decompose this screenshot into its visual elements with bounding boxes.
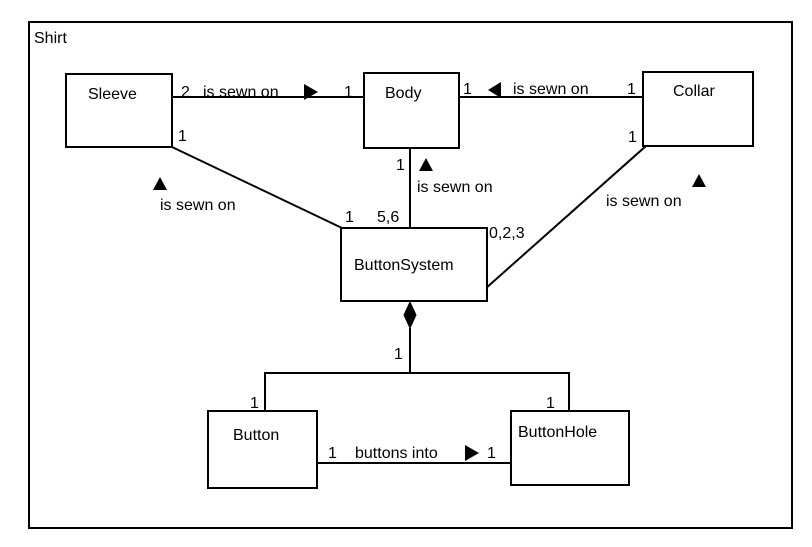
class-sleeve[interactable]: Sleeve: [65, 73, 173, 148]
mult-collar-buttonsystem-buttonsystem: 0,2,3: [489, 225, 525, 242]
mult-collar-body-collar: 1: [627, 81, 636, 98]
mult-composition-button: 1: [250, 395, 259, 412]
triangle-right-icon: [304, 84, 318, 100]
triangle-left-icon: [488, 82, 501, 98]
mult-collar-body-body: 1: [463, 81, 472, 98]
mult-sleeve-body-sleeve: 2: [181, 84, 190, 101]
class-body-name: Body: [385, 85, 421, 102]
edge-collar-buttonsystem: [484, 145, 647, 290]
assoc-label-sleeve-buttonsystem: is sewn on: [160, 197, 236, 214]
assoc-label-collar-buttonsystem: is sewn on: [606, 193, 682, 210]
class-buttonhole[interactable]: ButtonHole: [510, 410, 630, 486]
filled-diamond-icon: [403, 300, 417, 330]
shirt-frame: [28, 21, 793, 529]
mult-button-buttonhole-button: 1: [328, 445, 337, 462]
class-buttonsystem-name: ButtonSystem: [354, 257, 454, 274]
class-buttonsystem[interactable]: ButtonSystem: [340, 227, 488, 302]
class-sleeve-name: Sleeve: [88, 86, 137, 103]
mult-sleeve-buttonsystem-buttonsystem: 1: [345, 209, 354, 226]
edge-sleeve-buttonsystem: [171, 146, 343, 229]
mult-sleeve-body-body: 1: [344, 84, 353, 101]
class-collar-name: Collar: [673, 83, 715, 100]
assoc-label-sleeve-body: is sewn on: [203, 84, 279, 101]
mult-sleeve-buttonsystem-sleeve: 1: [178, 128, 187, 145]
assoc-label-collar-body: is sewn on: [513, 81, 589, 98]
class-button[interactable]: Button: [207, 410, 318, 489]
triangle-up-icon: [419, 158, 433, 171]
mult-body-buttonsystem-buttonsystem: 5,6: [377, 209, 399, 226]
mult-composition-buttonhole: 1: [546, 395, 555, 412]
class-body[interactable]: Body: [363, 72, 460, 149]
class-buttonhole-name: ButtonHole: [518, 424, 597, 441]
mult-collar-buttonsystem-collar: 1: [628, 129, 637, 146]
mult-composition-whole: 1: [394, 346, 403, 363]
mult-button-buttonhole-buttonhole: 1: [487, 445, 496, 462]
edge-composition-branches: [264, 372, 570, 411]
mult-body-buttonsystem-body: 1: [396, 157, 405, 174]
triangle-right-icon: [465, 445, 479, 461]
triangle-up-icon: [153, 177, 167, 190]
class-collar[interactable]: Collar: [642, 71, 754, 147]
assoc-label-body-buttonsystem: is sewn on: [417, 179, 493, 196]
triangle-up-icon: [692, 174, 706, 187]
assoc-label-button-buttonhole: buttons into: [355, 445, 438, 462]
frame-title: Shirt: [34, 30, 67, 47]
class-button-name: Button: [233, 427, 279, 444]
